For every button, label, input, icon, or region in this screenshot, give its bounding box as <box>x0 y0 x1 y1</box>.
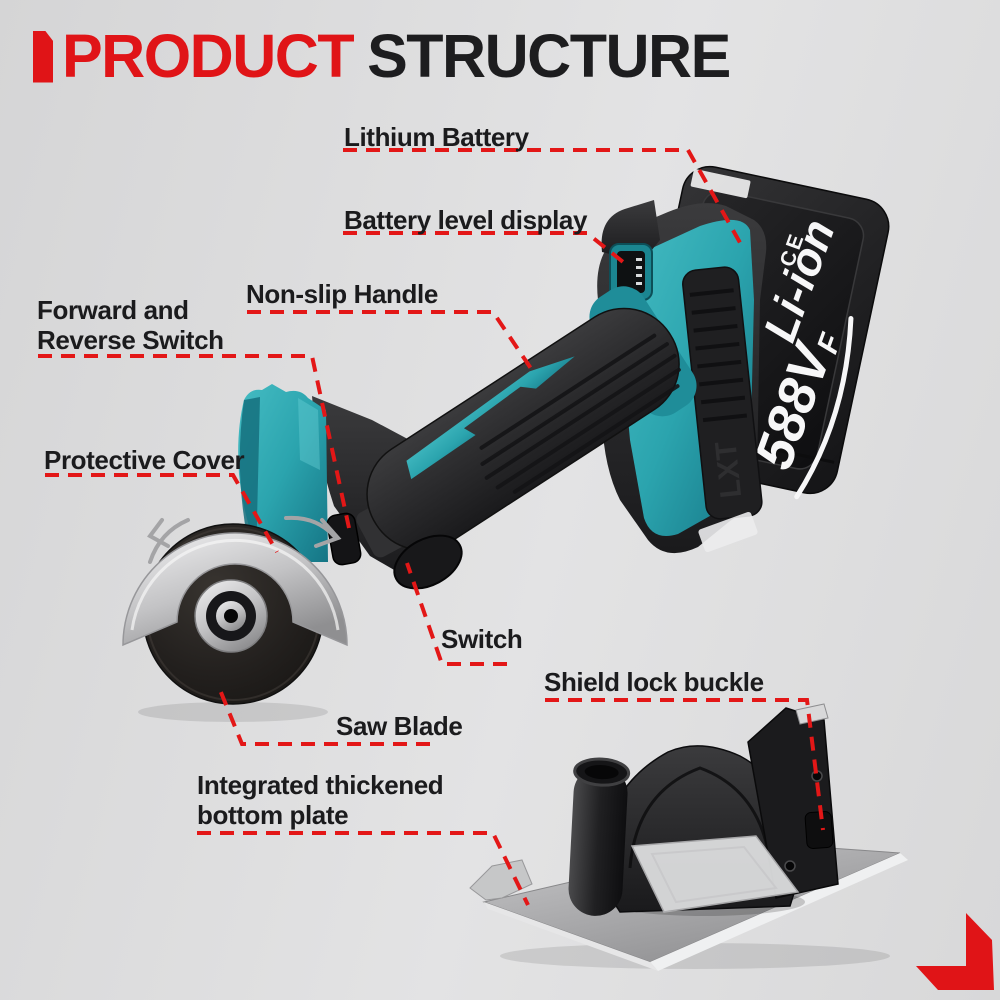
leader-battery-level-display <box>343 231 630 268</box>
leader-lithium-battery <box>343 148 745 249</box>
label-non-slip-handle: Non-slip Handle <box>246 279 438 309</box>
leader-saw-blade <box>216 684 430 746</box>
corner-arrow-decoration <box>916 913 994 990</box>
shield-lock-buckle-part <box>804 811 834 849</box>
leader-lines <box>38 148 825 906</box>
blade-hub <box>194 579 268 653</box>
trigger-switch <box>393 534 463 590</box>
cover-rim-highlight <box>130 538 340 631</box>
gear-head-shade <box>239 397 260 562</box>
label-protective-cover: Protective Cover <box>44 445 245 475</box>
label-lithium-battery: Lithium Battery <box>344 122 529 152</box>
display-markings <box>636 258 642 285</box>
cover-embossed-arrows <box>147 515 342 564</box>
label-forward-reverse-switch: Forward and Reverse Switch <box>37 295 224 356</box>
shield-accessory <box>469 703 908 971</box>
shield-top-clip <box>795 703 829 725</box>
handle-teal-inlay <box>406 356 575 480</box>
shield-screw-bottom <box>784 860 796 872</box>
leader-non-slip-handle <box>247 310 534 372</box>
label-forward-reverse-line2: Reverse Switch <box>37 324 224 355</box>
accessory-shadow <box>500 943 890 969</box>
title-word-structure: STRUCTURE <box>367 22 731 90</box>
label-bottom-plate-line1: Integrated thickened <box>197 770 444 800</box>
battery-sticker <box>690 169 751 199</box>
label-bottom-plate-line2: bottom plate <box>197 799 349 830</box>
label-forward-reverse-line1: Forward and <box>37 295 189 325</box>
bottom-plate-left-tab <box>469 859 533 901</box>
handle-grip-ribs <box>479 333 681 494</box>
label-bottom-plate: Integrated thickened bottom plate <box>197 770 444 831</box>
blade-shadow <box>138 702 328 722</box>
label-battery-level-display: Battery level display <box>344 205 588 235</box>
shield-window-inner <box>650 845 778 904</box>
lxt-marking: LXT <box>709 440 748 500</box>
leader-shield-lock-buckle <box>545 698 825 831</box>
protective-cover-part <box>122 532 348 647</box>
motor-sticker <box>698 511 758 553</box>
title-word-product: PRODUCT <box>62 22 355 90</box>
bottom-plate-front-edge <box>650 853 908 971</box>
gear-head-highlight <box>298 398 320 470</box>
shield-window <box>630 835 800 913</box>
leader-protective-cover <box>45 473 279 553</box>
label-shield-lock-buckle: Shield lock buckle <box>544 667 764 697</box>
handle <box>366 286 697 551</box>
battery-level-display-module <box>601 200 660 301</box>
shield-dome-ridge <box>628 766 772 869</box>
bottom-plate-left-edge <box>484 902 658 971</box>
leader-bottom-plate <box>197 831 530 906</box>
voltage-swoosh <box>794 316 854 500</box>
dust-tube <box>568 757 631 916</box>
title-accent-bar <box>33 30 53 83</box>
label-saw-blade: Saw Blade <box>336 711 463 741</box>
label-switch: Switch <box>441 624 523 654</box>
leader-forward-reverse-switch <box>38 354 351 529</box>
